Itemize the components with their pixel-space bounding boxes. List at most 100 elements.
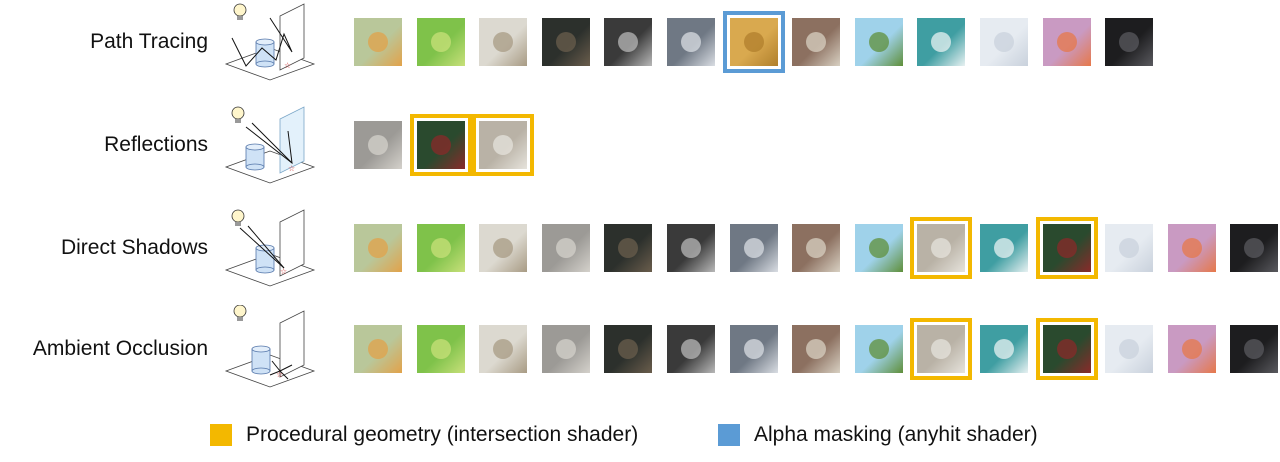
thumbnail-detail <box>1244 339 1265 359</box>
thumbnail-white-sculpture <box>1105 224 1154 272</box>
thumbnail-bathroom <box>354 121 402 169</box>
thumbnail-cartoon-runner <box>854 325 903 373</box>
svg-text:☆: ☆ <box>280 267 287 276</box>
legend-label: Procedural geometry (intersection shader… <box>246 423 639 446</box>
thumbnail-detail <box>430 238 451 258</box>
thumbnail-carousel <box>792 325 841 373</box>
thumbnail-detail <box>994 32 1014 52</box>
thumbnail-detail <box>806 32 827 52</box>
thumbnail-cartoon-runner <box>854 18 903 66</box>
row-label: Direct Shadows <box>60 236 208 259</box>
legend-swatch <box>210 424 232 446</box>
thumbnail-teal-cloud <box>917 18 966 66</box>
thumbnail-grassy-car <box>416 224 465 272</box>
thumbnail-dark-corridor <box>604 224 653 272</box>
row-label: Path Tracing <box>90 30 208 53</box>
thumbnail-sunny-yard <box>354 224 402 272</box>
thumbnail-detail <box>743 339 764 359</box>
thumbnail-detail <box>493 32 514 52</box>
thumbnail-detail <box>430 339 451 359</box>
thumbnail-city-block <box>729 224 778 272</box>
thumbnail-sunny-yard <box>354 18 402 66</box>
thumbnail-detail <box>368 135 388 155</box>
thumbnail-detail <box>931 32 952 52</box>
svg-text:☆: ☆ <box>284 61 291 70</box>
thumbnail-grassy-car <box>416 18 465 66</box>
thumbnail-detail <box>868 32 889 52</box>
thumbnail-detail <box>430 32 451 52</box>
thumbnail-carousel <box>792 18 841 66</box>
svg-text:☆: ☆ <box>288 164 295 173</box>
thumbnail-detail <box>618 32 639 52</box>
legend-label: Alpha masking (anyhit shader) <box>754 423 1038 446</box>
thumbnail-teal-cloud <box>980 325 1028 373</box>
thumbnail-sailboat <box>479 18 528 66</box>
thumbnail-detail <box>555 238 576 258</box>
thumbnail-sphere-pile <box>910 217 973 279</box>
thumbnail-bathroom <box>541 224 590 272</box>
thumbnail-dark-corridor <box>541 18 590 66</box>
ambient-occlusion-diagram: ☆ <box>224 305 316 388</box>
thumbnail-detail <box>994 339 1014 359</box>
thumbnail-cartoon-runner <box>854 224 903 272</box>
thumbnail-detail <box>368 238 388 258</box>
row-path-tracing: Path Tracing ☆ <box>0 3 1280 81</box>
row-direct-shadows: Direct Shadows ☆ <box>0 209 1280 287</box>
thumbnail-detail <box>1056 32 1077 52</box>
thumbnail-detail <box>931 238 952 258</box>
thumbnail-detail <box>493 135 514 155</box>
row-label: Ambient Occlusion <box>32 337 208 360</box>
thumbnail-detail <box>868 339 889 359</box>
thumbnail-grassy-car <box>416 325 465 373</box>
thumbnail-detail <box>555 339 576 359</box>
thumbnail-detail <box>868 238 889 258</box>
thumbnail-sailboat <box>479 325 528 373</box>
thumbnail-detail <box>931 339 952 359</box>
thumbnail-detail <box>368 32 388 52</box>
thumbnail-dark-machinery <box>1230 224 1279 272</box>
thumbnail-detail <box>618 339 639 359</box>
thumbnail-pink-toy <box>1042 18 1091 66</box>
thumbnail-dark-machinery <box>1105 18 1154 66</box>
thumbnail-detail <box>1244 238 1265 258</box>
thumbnail-detail <box>681 339 701 359</box>
row-reflections: Reflections ☆ <box>0 106 1280 184</box>
thumbnail-green-room <box>409 114 472 176</box>
thumbnail-detail <box>618 238 639 258</box>
thumbnail-green-room <box>1035 217 1098 279</box>
thumbnail-bathroom <box>541 325 590 373</box>
thumbnail-detail <box>1056 238 1077 258</box>
path-tracing-diagram: ☆ <box>224 3 316 81</box>
thumbnail-city-block <box>729 325 778 373</box>
thumbnail-detail <box>555 32 576 52</box>
thumbnail-detail <box>493 238 514 258</box>
thumbnail-city-block <box>667 18 715 66</box>
thumbnail-teal-cloud <box>980 224 1028 272</box>
thumbnail-detail <box>1119 32 1140 52</box>
thumbnail-detail <box>743 32 764 52</box>
thumbnail-red-green-box <box>667 224 715 272</box>
legend: Procedural geometry (intersection shader… <box>210 421 1110 451</box>
thumbnail-dark-machinery <box>1230 325 1279 373</box>
thumbnail-sailboat <box>479 224 528 272</box>
thumbnail-green-room <box>1035 318 1098 380</box>
thumbnail-detail <box>806 339 827 359</box>
thumbnail-pink-toy <box>1167 325 1216 373</box>
thumbnail-detail <box>368 339 388 359</box>
svg-text:☆: ☆ <box>276 370 283 379</box>
thumbnail-red-green-box <box>604 18 653 66</box>
thumbnail-detail <box>806 238 827 258</box>
direct-shadows-diagram: ☆ <box>224 209 316 287</box>
thumbnail-detail <box>1056 339 1077 359</box>
thumbnail-carousel <box>792 224 841 272</box>
thumbnail-detail <box>681 32 701 52</box>
thumbnail-detail <box>1119 238 1140 258</box>
thumbnail-golden-foliage <box>722 11 785 73</box>
thumbnail-detail <box>1119 339 1140 359</box>
thumbnail-white-sculpture <box>980 18 1028 66</box>
thumbnail-detail <box>994 238 1014 258</box>
thumbnail-sphere-pile <box>472 114 535 176</box>
thumbnail-detail <box>430 135 451 155</box>
thumbnail-detail <box>493 339 514 359</box>
thumbnail-sunny-yard <box>354 325 402 373</box>
